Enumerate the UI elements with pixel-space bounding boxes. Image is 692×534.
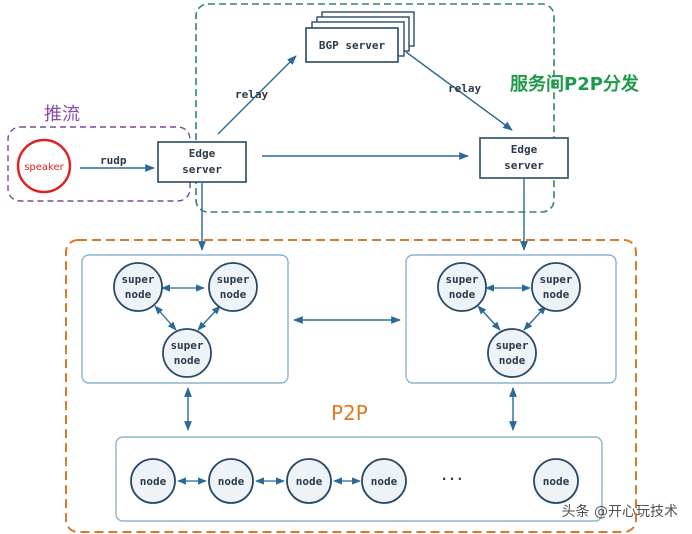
inter-server-title: 服务间P2P分发 [510, 73, 640, 95]
bgp-server [305, 27, 399, 63]
relay-arrow-right [405, 51, 513, 131]
relay-label-right: relay [448, 82, 481, 95]
node-5-label: node [543, 475, 570, 488]
speaker-node [16, 138, 72, 194]
super-node-right-c [487, 328, 537, 378]
node-1-label: node [140, 475, 167, 488]
relay-label-left: relay [235, 88, 268, 101]
p2p-title: P2P [331, 401, 368, 425]
edge-left-line2: server [182, 163, 222, 176]
inter-server-region [195, 3, 555, 213]
super-node-left-c-line1: super [170, 339, 203, 352]
node-3 [286, 458, 332, 504]
node-2-label: node [218, 475, 245, 488]
node-1 [130, 458, 176, 504]
super-node-left-b [208, 262, 258, 312]
relay-arrow-left [217, 55, 297, 135]
edge-server-left [157, 141, 247, 183]
super-node-left-a [113, 262, 163, 312]
node-2 [208, 458, 254, 504]
super-link-right-diag2 [523, 305, 547, 331]
super-node-right-a-line1: super [445, 273, 478, 286]
super-node-left-b-line2: node [220, 288, 247, 301]
node-ellipsis: ... [440, 469, 463, 484]
bgp-server-label: BGP server [319, 39, 386, 52]
speaker-label: speaker [24, 162, 64, 173]
super-node-left-a-line1: super [121, 273, 154, 286]
node-cluster-bottom [115, 436, 603, 522]
super-node-right-a-line2: node [449, 288, 476, 301]
node-3-label: node [296, 475, 323, 488]
super-node-left-a-line2: node [125, 288, 152, 301]
edge-left-line1: Edge [189, 147, 216, 160]
super-link-right-diag1 [477, 305, 501, 331]
edge-server-right [479, 137, 569, 179]
node-5 [533, 458, 579, 504]
rudp-label: rudp [100, 154, 127, 167]
node-4-label: node [371, 475, 398, 488]
super-node-right-b-line1: super [539, 273, 572, 286]
super-node-left-c [162, 328, 212, 378]
super-link-left-diag2 [197, 305, 221, 331]
super-node-left-b-line1: super [216, 273, 249, 286]
push-stream-title: 推流 [44, 104, 80, 125]
super-node-right-a [437, 262, 487, 312]
watermark: 头条 @开心玩技术 [562, 503, 678, 520]
super-node-right-b [531, 262, 581, 312]
edge-right-line1: Edge [511, 143, 538, 156]
edge-right-line2: server [504, 159, 544, 172]
super-node-left-c-line2: node [174, 354, 201, 367]
p2p-region [65, 239, 637, 533]
super-link-left-diag1 [154, 305, 177, 331]
super-node-right-b-line2: node [543, 288, 570, 301]
super-node-right-c-line2: node [499, 354, 526, 367]
super-node-right-c-line1: super [495, 339, 528, 352]
node-4 [361, 458, 407, 504]
